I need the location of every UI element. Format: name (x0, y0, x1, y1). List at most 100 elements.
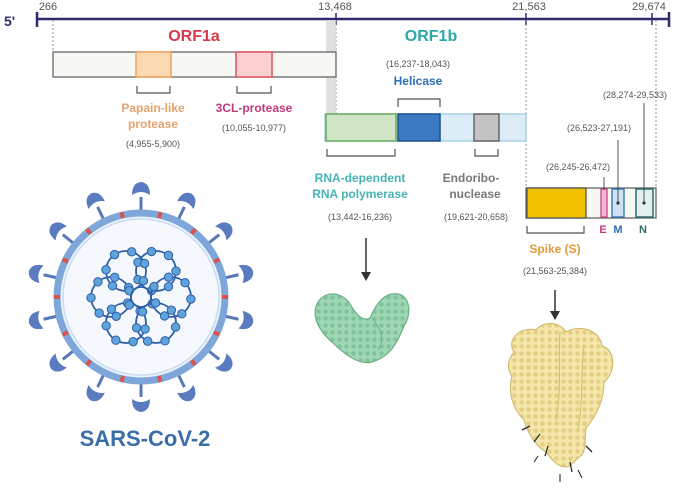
helicase-domain (397, 113, 441, 142)
membrane-protein (189, 227, 197, 235)
papain-protease-domain (135, 51, 172, 78)
nucleocapsid-bead (177, 309, 187, 319)
nucleocapsid-bead (109, 249, 120, 260)
rdrp-structure-arrowhead (361, 272, 371, 281)
n-gene-range: (28,274-29,533) (603, 90, 667, 100)
spike-head (177, 384, 196, 402)
spike-protein-structure (507, 322, 614, 482)
nucleocapsid-bead (171, 266, 181, 276)
nucleocapsid-bead (107, 281, 118, 291)
membrane-protein (157, 375, 163, 383)
membrane-protein (61, 330, 69, 337)
nucleocapsid-bead (146, 246, 157, 257)
membrane-protein (85, 227, 93, 235)
membrane-protein (54, 295, 60, 299)
e-gene-domain (600, 188, 608, 218)
nucleocapsid-bead (109, 272, 120, 283)
rna-center (130, 286, 152, 308)
orf-boundary-shade (326, 20, 336, 140)
nucleocapsid-bead (159, 311, 170, 321)
nucleocapsid-bead (101, 265, 111, 275)
orf1a-title: ORF1a (168, 28, 220, 45)
e-gene-label: E (599, 224, 606, 236)
endonuclease-label-line2: nuclease (449, 187, 501, 201)
spike-bracket (526, 226, 585, 234)
nucleocapsid-bead (124, 300, 135, 310)
rdrp-label-line1: RNA-dependent (315, 171, 406, 185)
m-gene-range: (26,523-27,191) (567, 123, 631, 133)
membrane-protein (189, 359, 197, 367)
nucleocapsid-bead (137, 307, 148, 317)
five-prime-label: 5' (4, 13, 15, 29)
spike-head (177, 192, 196, 210)
nucleocapsid-bead (111, 335, 121, 345)
membrane-protein (119, 375, 125, 383)
3cl-bracket (236, 86, 272, 94)
virus-name: SARS-CoV-2 (80, 426, 211, 451)
spike-structure-arrowhead (550, 311, 560, 320)
3cl-label: 3CL-protease (216, 101, 293, 115)
helicase-label: Helicase (394, 74, 443, 88)
orf1b-title: ORF1b (405, 28, 458, 45)
spike-head (238, 264, 254, 284)
nucleocapsid-bead (163, 281, 174, 292)
spike-head (215, 222, 233, 241)
nucleocapsid-bead (93, 277, 103, 287)
spike-head (215, 353, 233, 372)
endonuclease-domain (473, 113, 500, 142)
nucleocapsid-bead (150, 298, 161, 308)
nucleocapsid-bead (180, 278, 190, 288)
orf1a-bar (52, 51, 337, 78)
membrane-protein (157, 211, 163, 219)
nucleocapsid-bead (131, 323, 142, 333)
nucleocapsid-bead (126, 247, 137, 257)
papain-label-line1: Papain-like (121, 101, 185, 115)
nucleocapsid-bead (101, 321, 111, 331)
nucleocapsid-bead (186, 294, 196, 304)
papain-label-line2: protease (128, 117, 178, 131)
spike-head (49, 353, 67, 372)
membrane-protein (61, 257, 69, 264)
rdrp-protein-structure (314, 293, 410, 364)
spike-range: (21,563-25,384) (523, 266, 587, 276)
axis-tick-label: 21,563 (512, 1, 546, 13)
viral-envelope-inner (62, 218, 220, 376)
axis-tick-label: 29,674 (632, 1, 666, 13)
membrane-protein (222, 295, 228, 299)
nucleocapsid-bead (86, 293, 96, 303)
papain-range: (4,955-5,900) (126, 139, 180, 149)
endonuclease-bracket (474, 149, 499, 157)
helicase-bracket (397, 98, 441, 107)
nucleocapsid-bead (140, 324, 150, 334)
spike-head (132, 182, 150, 195)
papain-bracket (136, 86, 171, 94)
spike-head (86, 192, 105, 210)
virus-illustration (28, 182, 254, 412)
membrane-protein (213, 257, 221, 264)
spike-head (28, 310, 44, 330)
spike-label: Spike (S) (529, 242, 580, 256)
rdrp-range: (13,442-16,236) (328, 212, 392, 222)
axis-tick-label: 266 (39, 1, 57, 13)
nucleocapsid-bead (163, 272, 174, 282)
nucleocapsid-bead (111, 311, 121, 322)
spike-head (238, 310, 254, 330)
endonuclease-range: (19,621-20,658) (444, 212, 508, 222)
spike-domain (526, 187, 587, 219)
nucleocapsid-bead (139, 258, 150, 269)
spike-head (132, 399, 150, 412)
endonuclease-label-line1: Endoribo- (443, 171, 500, 185)
nucleocapsid-bead (163, 250, 174, 261)
nucleocapsid-bead (138, 276, 149, 286)
nucleocapsid-bead (166, 305, 177, 315)
rdrp-domain (325, 113, 397, 142)
membrane-protein (119, 211, 125, 219)
e-gene-range: (26,245-26,472) (546, 162, 610, 172)
membrane-protein (85, 359, 93, 367)
rdrp-bracket (326, 149, 396, 157)
3cl-range: (10,055-10,977) (222, 123, 286, 133)
membrane-protein (213, 330, 221, 337)
spike-head (49, 222, 67, 241)
nucleocapsid-bead (128, 336, 138, 347)
